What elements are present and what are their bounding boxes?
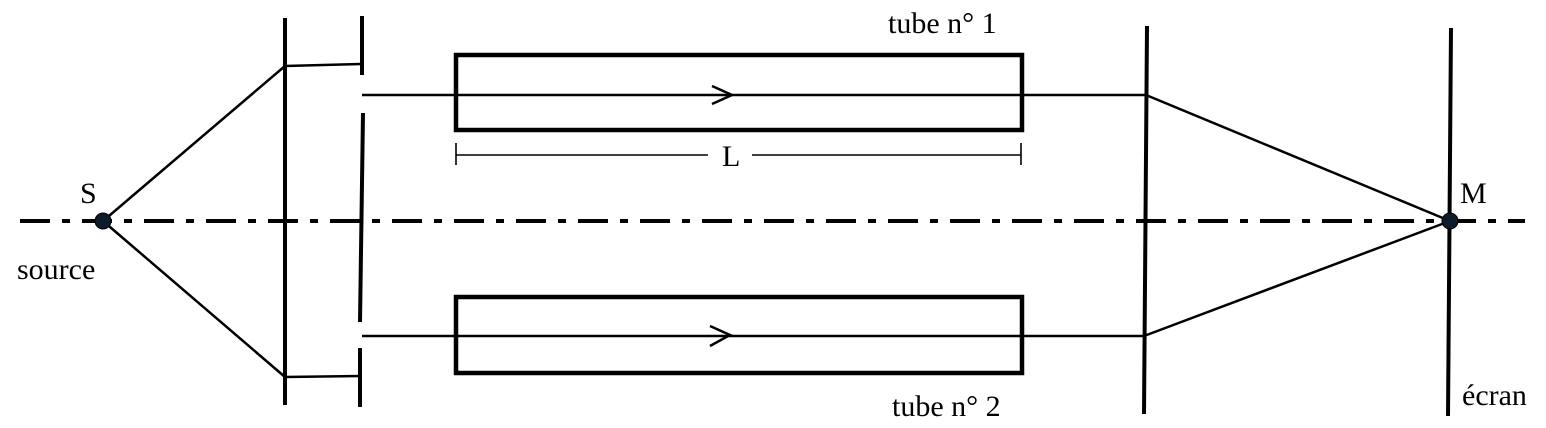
tube-2-label: tube n° 2 bbox=[892, 390, 1001, 423]
source-point-label: S bbox=[80, 177, 97, 210]
point-m bbox=[1441, 212, 1459, 230]
point-m-label: M bbox=[1460, 177, 1487, 210]
source-point bbox=[94, 212, 112, 230]
arrow-tube-2 bbox=[709, 324, 733, 348]
tube-1 bbox=[453, 52, 1025, 133]
ray-source-lower bbox=[102, 220, 286, 378]
ray-to-m-upper bbox=[1145, 93, 1451, 223]
screen-label: écran bbox=[1462, 379, 1527, 412]
connector-lower bbox=[284, 374, 362, 379]
connector-upper bbox=[284, 62, 362, 68]
lens bbox=[1142, 25, 1149, 415]
arrow-tube-1 bbox=[711, 84, 736, 106]
length-label: L bbox=[722, 140, 740, 173]
ray-to-m-lower bbox=[1143, 219, 1451, 338]
ray-source-upper bbox=[102, 65, 286, 222]
source-label: source bbox=[17, 253, 95, 286]
tube-1-label: tube n° 1 bbox=[888, 7, 997, 40]
slit-screen-middle bbox=[358, 112, 365, 323]
